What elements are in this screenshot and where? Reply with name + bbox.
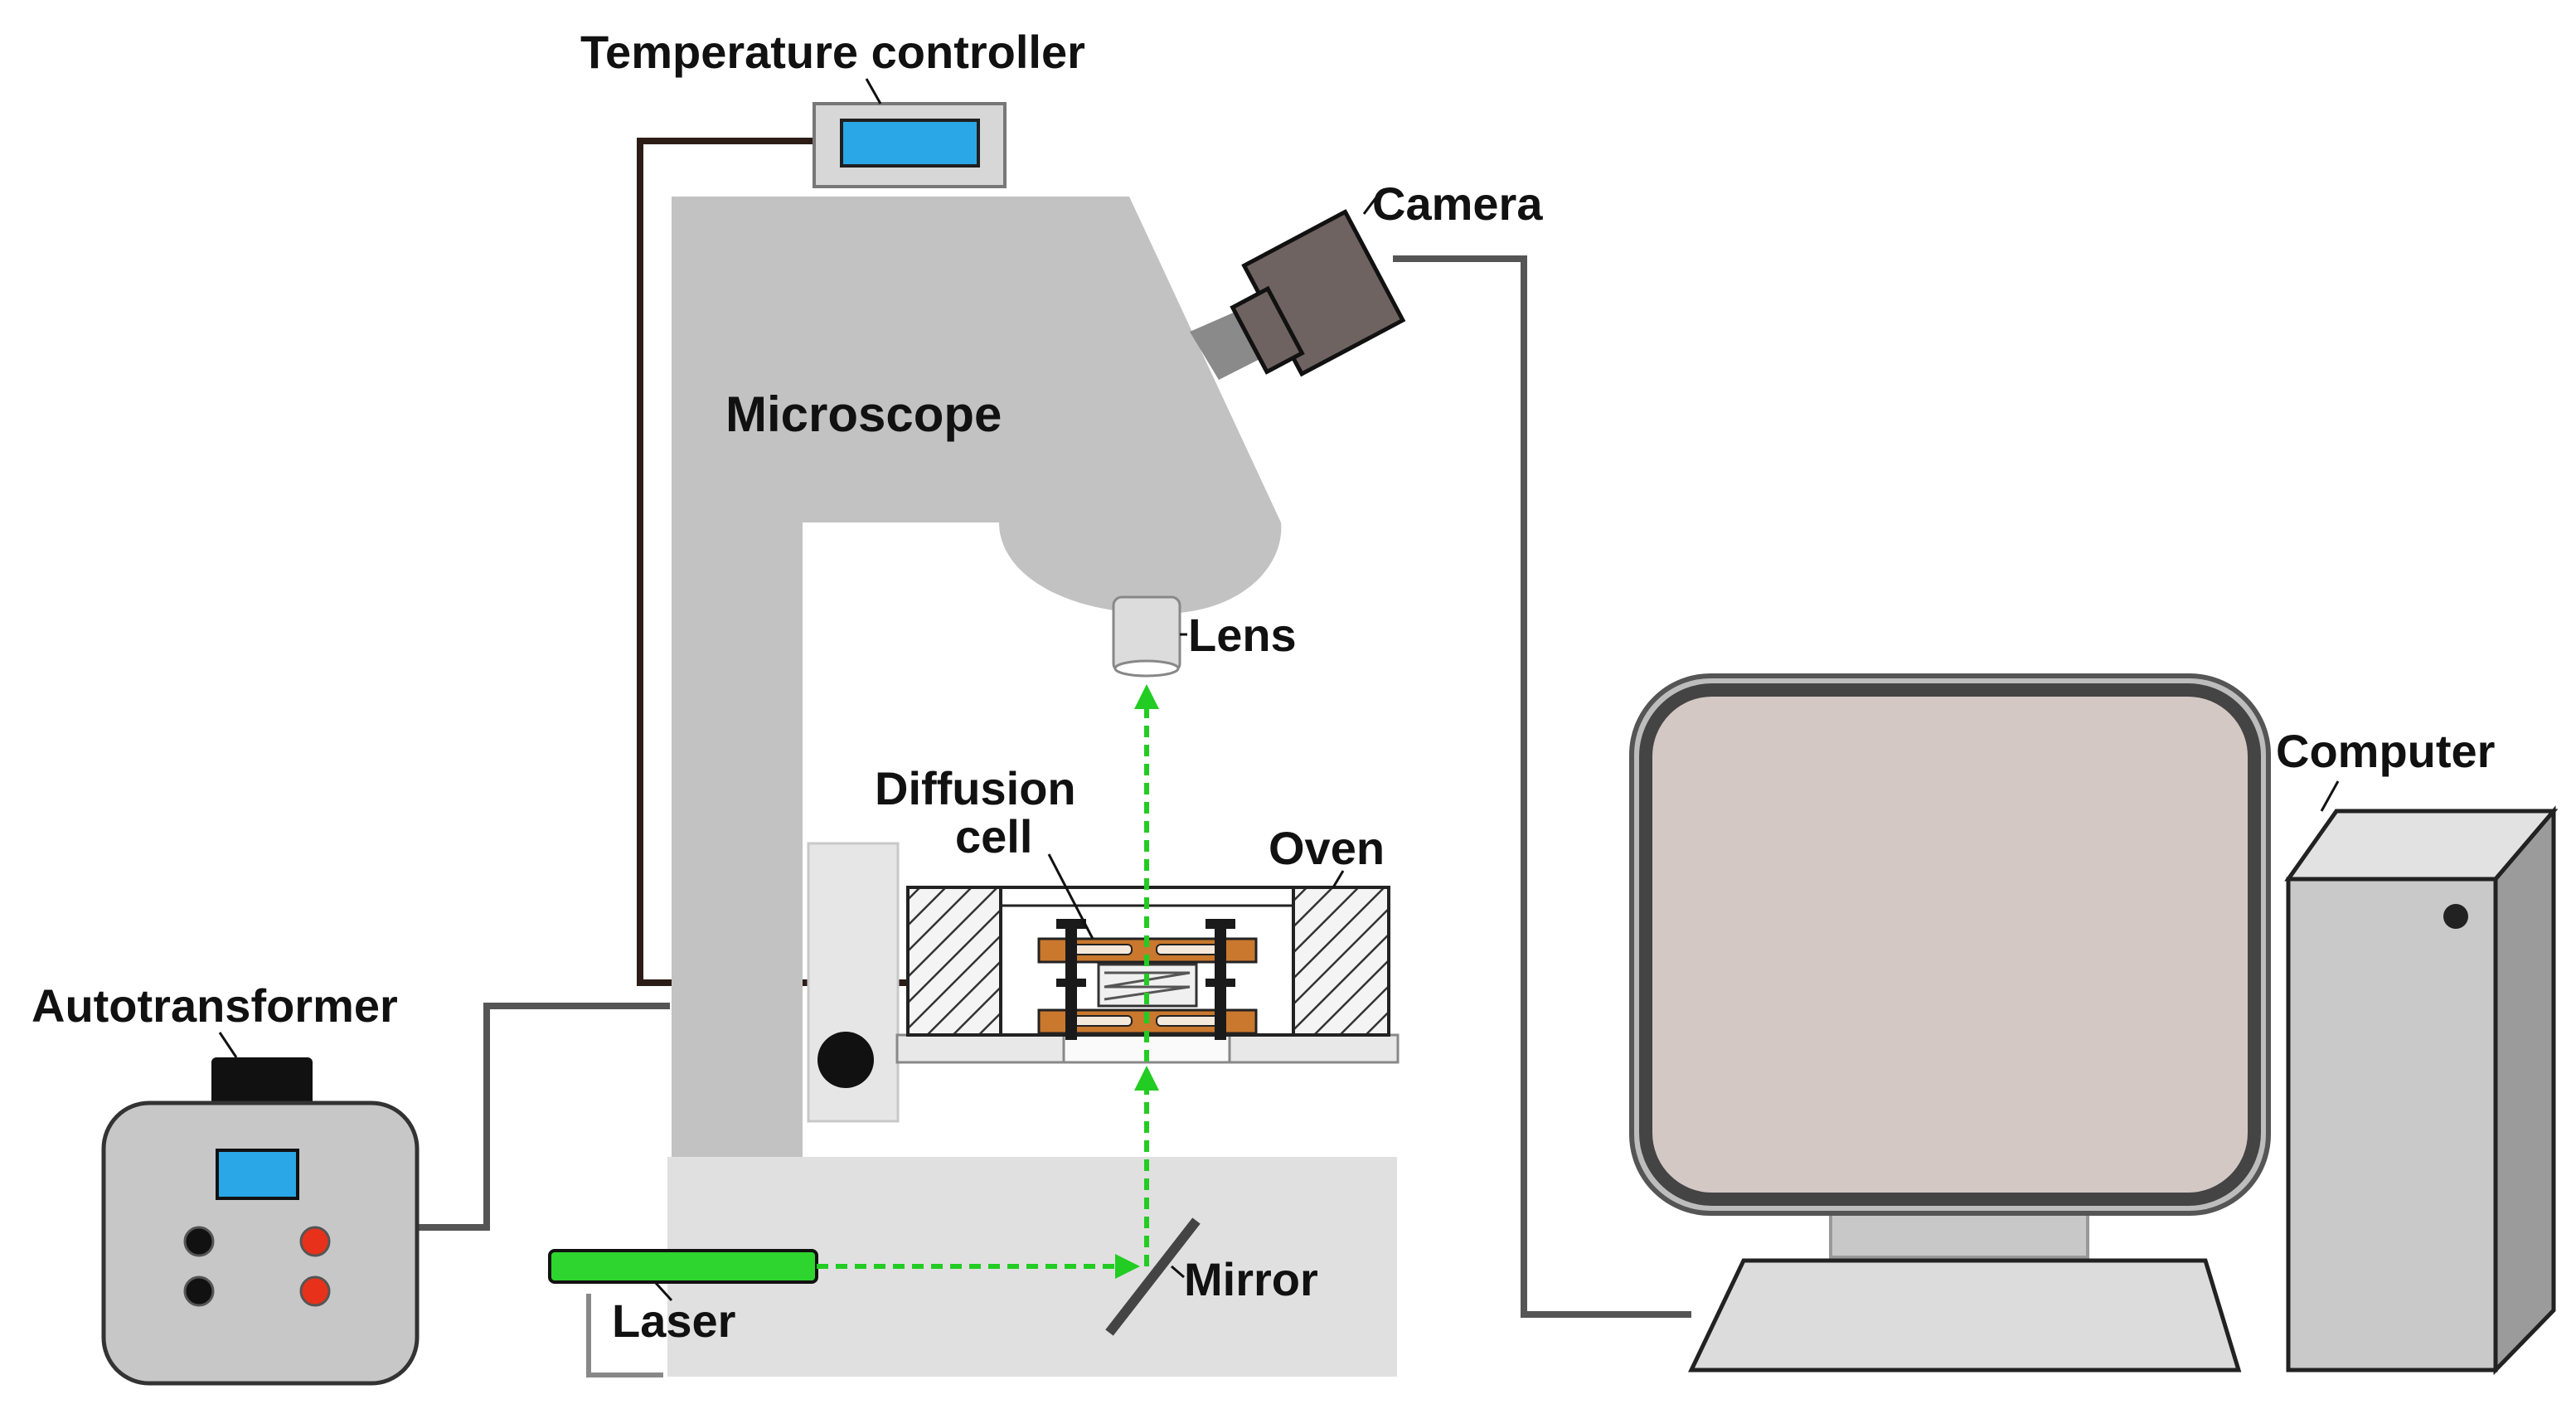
knob-red-2	[299, 1275, 331, 1307]
leader-oven	[1332, 870, 1345, 888]
focus-knob	[817, 1032, 874, 1088]
label-diffusion: Diffusion	[875, 762, 1076, 814]
tower-front	[2286, 877, 2498, 1373]
leader-temperature-controller	[865, 78, 882, 104]
label-computer: Computer	[2276, 725, 2495, 777]
temperature-display	[840, 119, 980, 168]
tower-side	[2493, 805, 2556, 1376]
knob-red-1	[299, 1226, 331, 1257]
objective-lens	[1112, 595, 1181, 678]
label-temperature-controller: Temperature controller	[580, 26, 1085, 78]
camera	[1230, 209, 1406, 377]
label-lens: Lens	[1188, 609, 1297, 661]
label-camera: Camera	[1372, 177, 1543, 230]
label-laser: Laser	[612, 1295, 735, 1347]
autotransformer-cable	[419, 1003, 670, 1231]
leader-autotransformer	[218, 1032, 238, 1058]
mirror	[1105, 1217, 1201, 1336]
label-oven: Oven	[1269, 822, 1385, 874]
laser-power-cord	[586, 1294, 663, 1377]
laser-beam	[817, 684, 1159, 1279]
leader-computer	[2320, 780, 2340, 812]
monitor-neck	[1829, 1207, 2089, 1259]
autotransformer	[101, 1057, 420, 1386]
knob-black-1	[183, 1226, 215, 1257]
monitor-screen	[1639, 683, 2261, 1206]
label-cell: cell	[955, 810, 1032, 862]
tower-power-button	[2443, 904, 2468, 929]
monitor-base	[1688, 1258, 2242, 1373]
leader-laser	[653, 1280, 673, 1302]
diffusion-cell	[1037, 919, 1258, 1040]
autotransformer-box	[101, 1100, 420, 1386]
label-autotransformer: Autotransformer	[32, 979, 398, 1032]
knob-black-2	[183, 1275, 215, 1307]
oven-insulation-left	[906, 886, 1002, 1037]
leader-diffusion-cell	[1047, 853, 1094, 940]
oven-insulation-right	[1292, 886, 1390, 1037]
temperature-controller	[813, 102, 1007, 188]
leader-camera	[1362, 197, 1378, 215]
label-mirror: Mirror	[1184, 1253, 1318, 1305]
microscope-body	[672, 197, 1282, 1157]
autotransformer-display	[216, 1149, 299, 1200]
autotransformer-handle	[211, 1057, 313, 1105]
label-microscope: Microscope	[725, 386, 1002, 442]
computer	[1629, 673, 2559, 1376]
camera-cable	[1393, 255, 1691, 1318]
leader-mirror	[1171, 1265, 1185, 1279]
laser	[548, 1249, 818, 1284]
